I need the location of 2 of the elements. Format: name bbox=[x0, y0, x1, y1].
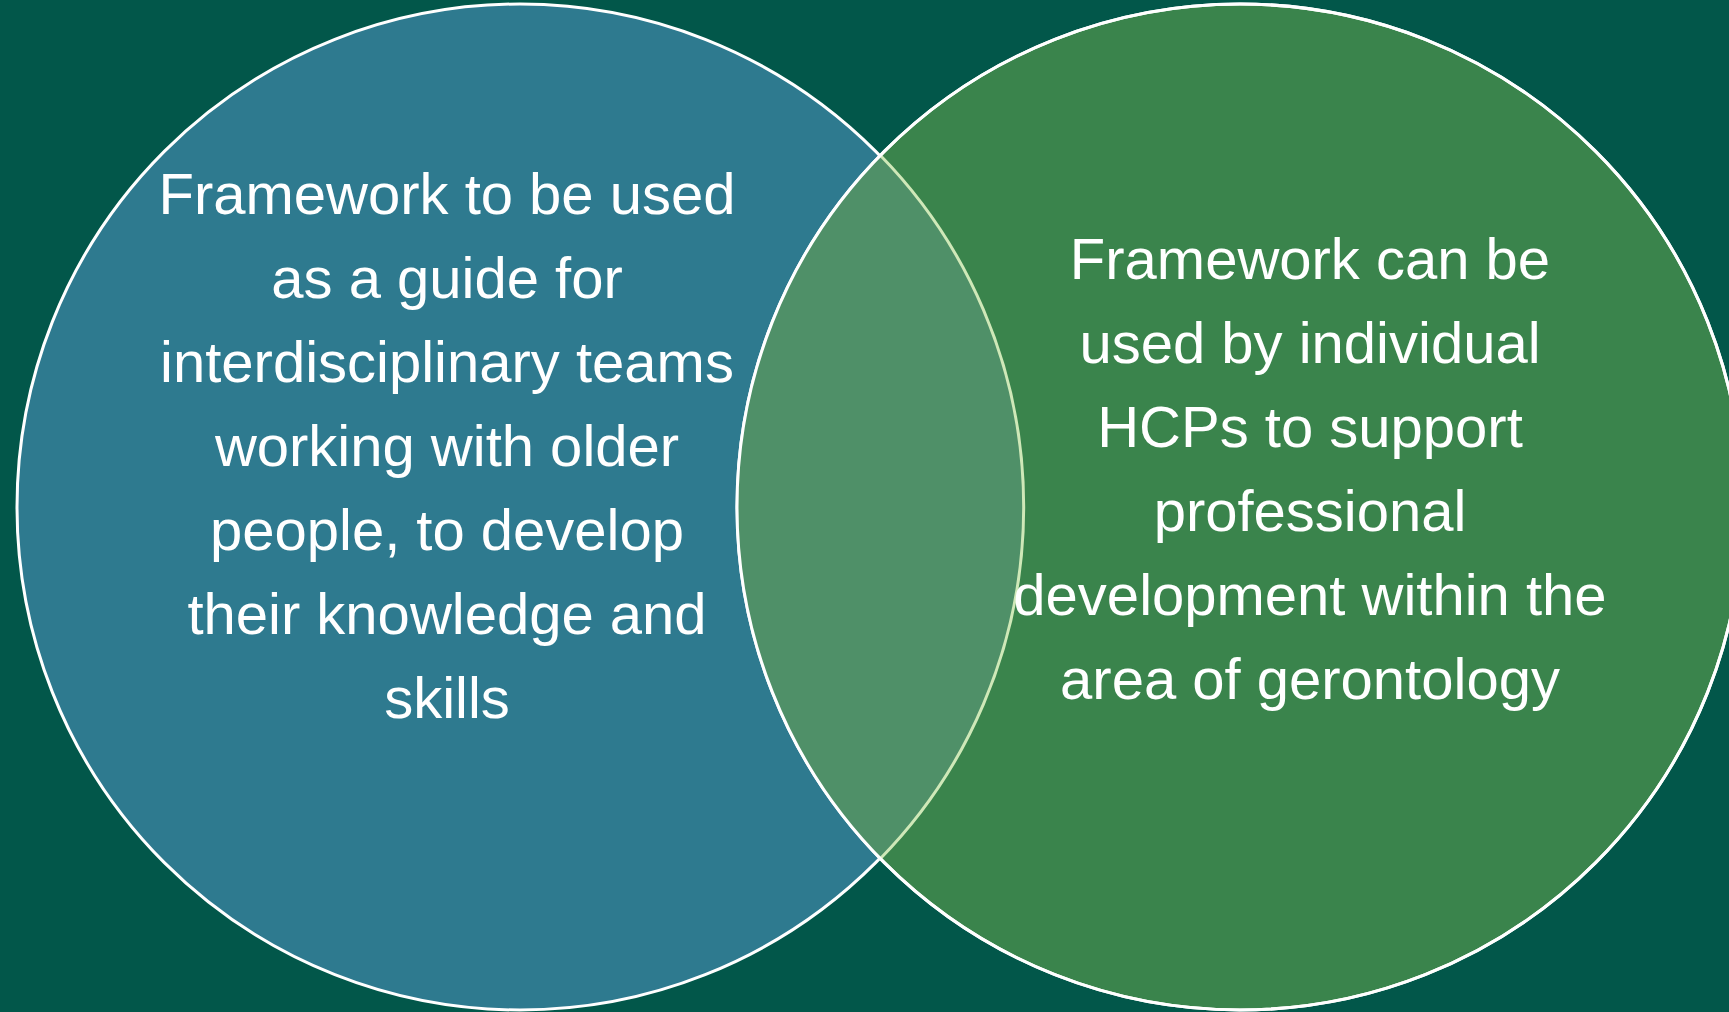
circle-label: Framework to be used as a guide for interdisciplinary teams working with older people, to develop their knowledge and skills bbox=[157, 160, 737, 732]
circle-label: Framework can be used by individual HCPs to support professional development within the area of gerontology bbox=[1012, 225, 1608, 713]
